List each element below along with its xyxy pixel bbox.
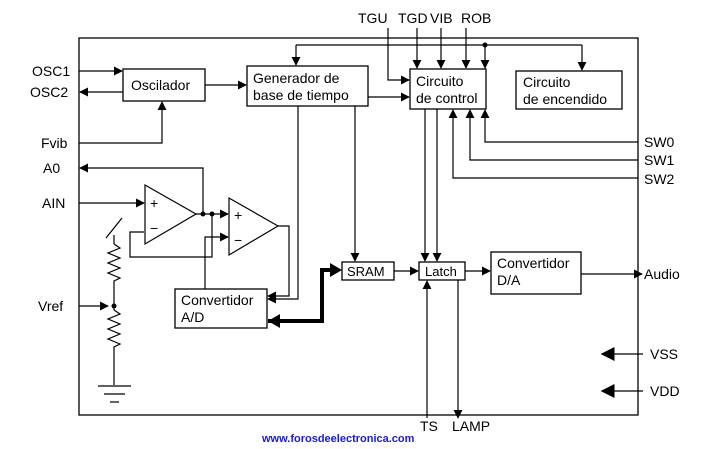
sram-block: SRAM: [341, 261, 395, 281]
pin-lamp: LAMP: [452, 418, 490, 434]
oscilador-block: Oscilador: [122, 68, 206, 102]
chip-outline: [78, 37, 639, 416]
pin-a0: A0: [43, 160, 60, 176]
pin-sw2: SW2: [644, 171, 675, 187]
opamp-1-minus: −: [150, 220, 158, 236]
footer-url: www.forosdeelectronica.com: [261, 433, 415, 445]
pin-ts: TS: [420, 418, 438, 434]
convertidor-da-label-2: D/A: [497, 272, 521, 288]
pin-osc2: OSC2: [30, 84, 68, 100]
generador-label-1: Generador de: [253, 70, 340, 86]
opamp-2-plus: +: [234, 207, 242, 223]
pin-ain: AIN: [42, 195, 65, 211]
pin-audio: Audio: [644, 266, 680, 282]
convertidor-ad-block: Convertidor A/D: [174, 288, 268, 329]
pin-vdd: VDD: [650, 383, 680, 399]
convertidor-ad-label-1: Convertidor: [181, 292, 254, 308]
pin-osc1: OSC1: [32, 63, 70, 79]
pin-tgu: TGU: [358, 10, 388, 26]
circuito-encendido-label-1: Circuito: [523, 74, 571, 90]
generador-label-2: base de tiempo: [253, 87, 349, 103]
pin-rob: ROB: [461, 10, 491, 26]
vref-network: [79, 217, 131, 403]
oscilador-label: Oscilador: [131, 77, 190, 93]
opamp-1-plus: +: [150, 195, 158, 211]
opamp-2: + −: [228, 196, 280, 257]
pin-sw1: SW1: [644, 152, 675, 168]
convertidor-da-label-1: Convertidor: [497, 255, 570, 271]
opamp-2-minus: −: [234, 232, 242, 248]
latch-block: Latch: [418, 261, 466, 281]
latch-label: Latch: [425, 264, 457, 279]
pin-vib: VIB: [430, 10, 453, 26]
convertidor-ad-label-2: A/D: [181, 309, 204, 325]
sram-label: SRAM: [347, 264, 385, 279]
generador-block: Generador de base de tiempo: [246, 65, 369, 107]
pin-sw0: SW0: [644, 134, 675, 150]
circuito-control-block: Circuito de control: [409, 68, 487, 110]
pin-tgd: TGD: [398, 10, 428, 26]
pin-fvib: Fvib: [41, 135, 68, 151]
circuito-control-label-1: Circuito: [416, 73, 464, 89]
circuito-encendido-label-2: de encendido: [523, 91, 607, 107]
opamp-1: + −: [144, 183, 198, 246]
convertidor-da-block: Convertidor D/A: [490, 251, 582, 295]
circuito-control-label-2: de control: [416, 90, 477, 106]
pin-vref: Vref: [38, 298, 63, 314]
circuito-encendido-block: Circuito de encendido: [515, 70, 623, 110]
pin-vss: VSS: [650, 346, 678, 362]
